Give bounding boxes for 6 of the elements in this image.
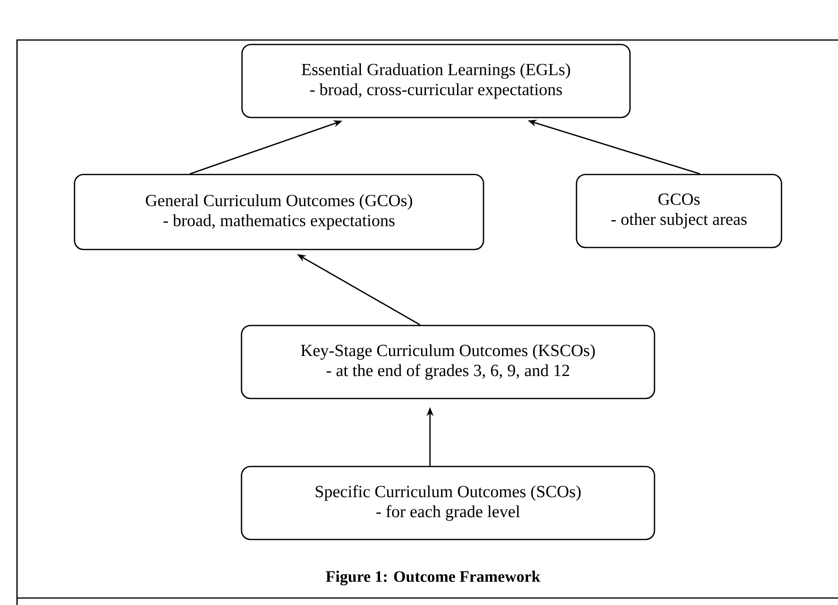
outcome-box: GCOs - other subject areas bbox=[576, 174, 782, 248]
outcome-box: General Curriculum Outcomes (GCOs) - broad, mathematics expectations bbox=[74, 174, 484, 250]
outcome-box: Essential Graduation Learnings (EGLs) - broad, cross-curricular expectations bbox=[241, 44, 631, 118]
outcome-box: Specific Curriculum Outcomes (SCOs) - for each grade level bbox=[240, 466, 656, 540]
figure-caption: Figure 1: Outcome Framework bbox=[326, 570, 540, 586]
outcome-box: Key-Stage Curriculum Outcomes (KSCOs) - at the end of grades 3, 6, 9, and 12 bbox=[240, 324, 656, 400]
